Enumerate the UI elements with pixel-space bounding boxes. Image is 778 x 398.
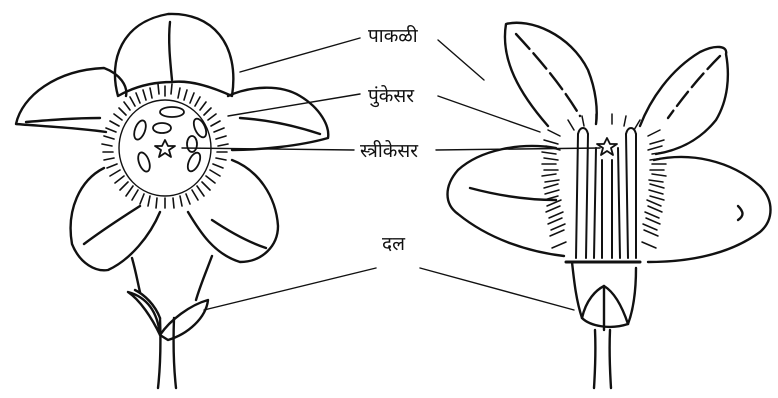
leader-pistil-left bbox=[182, 148, 354, 150]
left-stem bbox=[174, 318, 176, 388]
label-pistil: स्त्रीकेसर bbox=[358, 141, 420, 162]
leader-stamen-left bbox=[228, 94, 360, 116]
leader-pistil-right bbox=[436, 148, 600, 150]
left-hair-ring bbox=[102, 84, 228, 208]
leader-sepal-left bbox=[204, 268, 376, 310]
right-style bbox=[602, 160, 612, 258]
left-sepal bbox=[160, 300, 208, 340]
left-sepal bbox=[128, 292, 160, 335]
left-petal-top bbox=[115, 14, 233, 96]
label-petal: पाकळी bbox=[366, 26, 420, 47]
leader-stamen-right bbox=[438, 96, 540, 132]
leader-petal-right bbox=[438, 40, 484, 80]
leader-sepal-right bbox=[420, 268, 574, 310]
left-flower bbox=[16, 14, 328, 388]
left-stigma bbox=[155, 140, 175, 157]
leader-petal-left bbox=[240, 38, 360, 72]
right-stem bbox=[610, 330, 611, 388]
label-sepal: दल bbox=[380, 234, 407, 255]
label-stamen: पुंकेसर bbox=[366, 86, 416, 107]
left-stamens bbox=[132, 107, 209, 173]
right-stigma bbox=[597, 138, 617, 155]
right-hairs bbox=[542, 114, 666, 248]
right-petal-right bbox=[648, 157, 771, 262]
right-flower bbox=[448, 23, 771, 388]
right-stem bbox=[594, 330, 595, 388]
leader-lines bbox=[182, 38, 600, 310]
